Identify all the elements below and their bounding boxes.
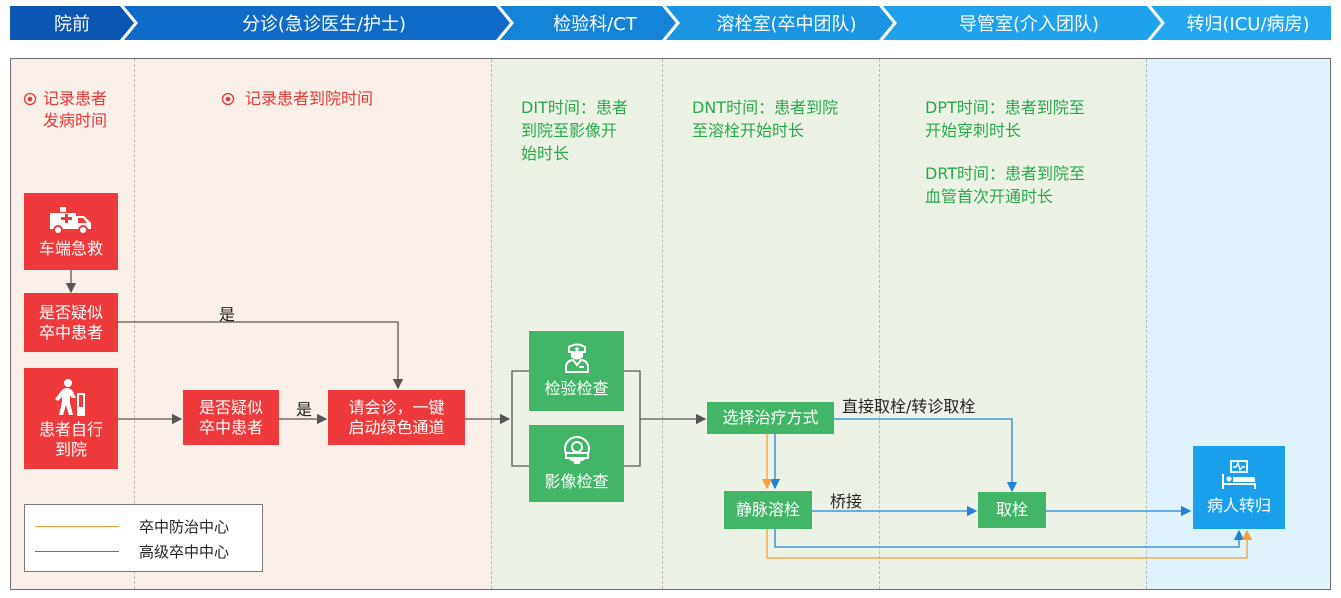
header-thrombolysis-room: 溶栓室(卒中团队) xyxy=(716,14,857,35)
node-suspect-triage[interactable]: 是否疑似 卒中患者 xyxy=(183,390,279,445)
node-imaging-label: 影像检查 xyxy=(544,471,609,491)
elderly-walker-icon xyxy=(55,378,85,416)
header-triage: 分诊(急诊医生/护士) xyxy=(241,14,407,35)
node-lab-test-label: 检验检查 xyxy=(544,379,609,398)
edge-label-direct-thrombectomy: 直接取栓/转诊取栓 xyxy=(842,397,976,416)
header-lab-ct: 检验科/CT xyxy=(553,14,637,35)
exam-bracket-left xyxy=(511,370,529,467)
edge-suspect-to-consult xyxy=(118,321,404,390)
header-outcome: 转归(ICU/病房) xyxy=(1186,14,1310,35)
lane-divider xyxy=(134,59,135,589)
node-iv-thrombolysis[interactable]: 静脉溶栓 xyxy=(724,491,812,529)
legend-swatch-blue xyxy=(35,551,119,552)
edge-iv-to-transfer-blue xyxy=(774,529,1245,548)
annotation-prehospital-text: 记录患者 发病时间 xyxy=(43,89,108,131)
lane-divider xyxy=(879,59,880,589)
node-transfer[interactable]: 病人转归 xyxy=(1193,446,1285,529)
node-ambulance-label: 车端急救 xyxy=(38,238,103,258)
record-dot-icon xyxy=(23,92,37,106)
node-walk-in[interactable]: 患者自行 到院 xyxy=(24,368,118,469)
node-transfer-label: 病人转归 xyxy=(1206,495,1271,515)
legend-label: 卒中防治中心 xyxy=(139,518,230,536)
node-thrombectomy[interactable]: 取栓 xyxy=(978,492,1046,528)
node-suspect-prehospital[interactable]: 是否疑似 卒中患者 xyxy=(24,293,118,352)
edge-iv-to-transfer-orange xyxy=(766,529,1253,559)
edge-choose-to-thrombectomy xyxy=(834,418,1018,493)
header-prehospital: 院前 xyxy=(54,14,90,35)
node-walk-in-label: 患者自行 到院 xyxy=(38,419,103,459)
annotation-drt: DRT时间：患者到院至 血管首次开通时长 xyxy=(925,164,1086,207)
legend-swatch-orange xyxy=(35,526,119,527)
legend: 卒中防治中心 高级卒中中心 xyxy=(24,504,263,572)
header-chevron-bar xyxy=(10,6,1331,40)
annotation-triage: 记录患者到院时间 xyxy=(221,88,373,110)
header-cath-lab: 导管室(介入团队) xyxy=(958,14,1100,35)
patient-bed-monitor-icon xyxy=(1222,459,1256,489)
annotation-dpt: DPT时间：患者到院至 开始穿刺时长 xyxy=(925,98,1085,141)
annotation-prehospital: 记录患者 发病时间 xyxy=(23,88,107,133)
edge-label-yes: 是 xyxy=(219,305,236,324)
node-choose-treatment[interactable]: 选择治疗方式 xyxy=(707,402,834,434)
node-imaging[interactable]: 影像检查 xyxy=(529,425,624,502)
annotation-dit: DIT时间：患者 到院至影像开 始时长 xyxy=(521,98,628,164)
ct-scanner-icon xyxy=(563,435,590,464)
lane-divider xyxy=(662,59,663,589)
exam-bracket-right xyxy=(624,370,641,467)
node-consult-green-channel[interactable]: 请会诊，一键 启动绿色通道 xyxy=(328,390,465,445)
doctor-icon xyxy=(564,343,589,373)
lane-divider xyxy=(1146,59,1147,589)
node-ambulance[interactable]: 车端急救 xyxy=(24,193,118,270)
annotation-dnt: DNT时间：患者到院 至溶栓开始时长 xyxy=(692,98,839,141)
diagram-frame xyxy=(10,58,1331,590)
legend-label: 高级卒中中心 xyxy=(139,543,230,561)
ambulance-icon xyxy=(50,206,91,235)
lane-divider xyxy=(491,59,492,589)
node-lab-test[interactable]: 检验检查 xyxy=(529,331,624,411)
legend-item: 高级卒中中心 xyxy=(35,541,229,562)
record-dot-icon xyxy=(221,92,235,106)
annotation-triage-text: 记录患者到院时间 xyxy=(245,89,374,108)
edge-label-bridge: 桥接 xyxy=(830,492,863,511)
edge-label-yes: 是 xyxy=(296,400,313,419)
legend-item: 卒中防治中心 xyxy=(35,516,229,537)
